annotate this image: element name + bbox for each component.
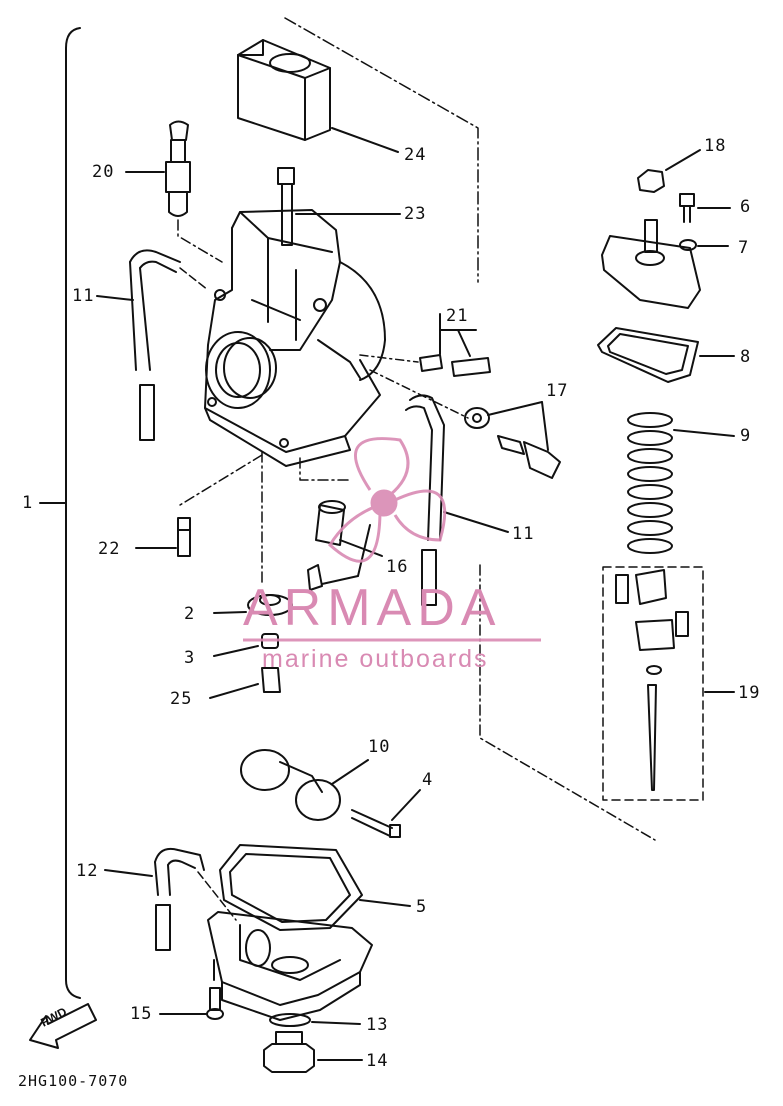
label-part-11-left: 11 (72, 286, 95, 306)
part-21-screws (419, 313, 491, 377)
label-part-8: 8 (740, 347, 752, 367)
label-part-22: 22 (98, 539, 121, 559)
part-13-oring (269, 1013, 361, 1027)
label-part-5: 5 (416, 897, 428, 917)
part-20-plunger (125, 120, 191, 217)
part-18-nut (637, 149, 701, 193)
part-17-screw (464, 401, 561, 479)
label-part-1: 1 (22, 493, 34, 513)
part-15-screw (159, 987, 224, 1020)
label-part-19: 19 (738, 683, 761, 703)
label-part-20: 20 (92, 162, 115, 182)
label-part-21: 21 (446, 306, 469, 326)
label-part-3: 3 (184, 648, 196, 668)
label-part-14: 14 (366, 1051, 389, 1071)
watermark-name: ARMADA (243, 579, 502, 637)
assembly-bracket (65, 27, 81, 999)
label-part-17: 17 (546, 381, 569, 401)
label-part-13: 13 (366, 1015, 389, 1035)
part-5-gasket (219, 844, 411, 931)
label-part-10: 10 (368, 737, 391, 757)
part-11-hose-left (96, 249, 181, 441)
part-16-valve (307, 500, 383, 591)
part-9-spring (627, 412, 735, 554)
part-14-plug (263, 1031, 363, 1073)
label-part-12: 12 (76, 861, 99, 881)
label-part-6: 6 (740, 197, 752, 217)
part-11-hose-right (405, 394, 509, 606)
part-25-jet (209, 667, 281, 699)
label-part-23: 23 (404, 204, 427, 224)
watermark-subtitle: marine outboards (262, 645, 489, 673)
label-part-4: 4 (422, 770, 434, 790)
part-7-washer (679, 239, 729, 251)
part-24-top-cap (237, 39, 399, 153)
part-6-screw (679, 193, 731, 223)
label-part-18: 18 (704, 136, 727, 156)
carburetor-body (204, 209, 386, 467)
top-plate (601, 219, 701, 309)
part-23-screw (277, 167, 401, 246)
label-part-7: 7 (738, 238, 750, 258)
label-part-15: 15 (130, 1004, 153, 1024)
diagram-code: 2HG100-7070 (18, 1072, 129, 1090)
part-4-pin (351, 789, 421, 838)
part-12-hose (104, 847, 205, 951)
label-part-24: 24 (404, 145, 427, 165)
part-22-jet (135, 517, 191, 557)
float-bowl (207, 911, 373, 1021)
part-2-washer (213, 594, 293, 616)
label-part-25: 25 (170, 689, 193, 709)
label-part-16: 16 (386, 557, 409, 577)
part-19-group (602, 566, 735, 801)
watermark-logo (243, 437, 541, 642)
label-part-9: 9 (740, 426, 752, 446)
label-part-11-right: 11 (512, 524, 535, 544)
part-8-gasket (597, 327, 735, 383)
label-part-2: 2 (184, 604, 196, 624)
part-10-float (240, 749, 369, 821)
fwd-arrow (29, 1003, 97, 1049)
